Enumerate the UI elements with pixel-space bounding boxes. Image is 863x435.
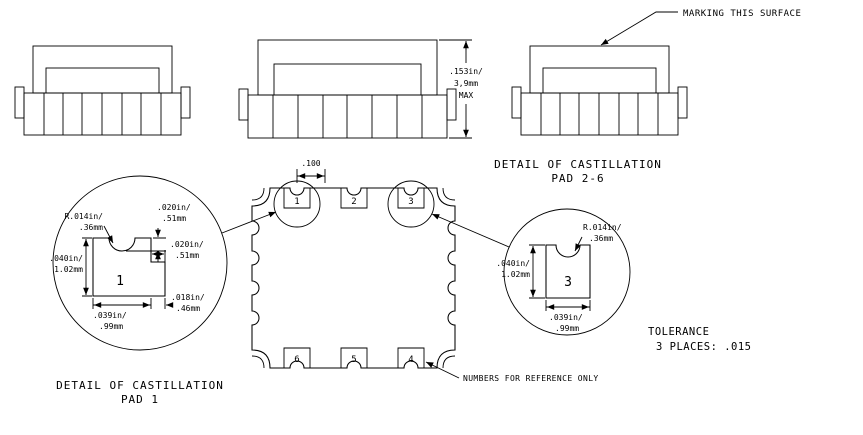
pad-number-1: 1 [294,197,299,207]
numbers-note-label: NUMBERS FOR REFERENCE ONLY [463,374,599,383]
detail-pad26: 3 R.014in/ .36mm .040in/ 1.02mm .039in/ … [431,158,662,336]
pad-width-line2: .99mm [555,324,579,333]
marking-surface [273,63,422,96]
pad3-label: 3 [564,275,572,290]
package-base-outline [247,94,448,139]
pad-width-lines [92,298,152,309]
detail-pad26-title-line2: PAD 2-6 [551,172,604,185]
side-view-center [238,39,457,139]
height-dim-line2: 3,9mm [454,79,478,88]
tolerance-note: TOLERANCE 3 PLACES: .015 [648,326,752,353]
leader-line [600,11,678,46]
pad1-label: 1 [116,274,124,289]
marking-note-label: MARKING THIS SURFACE [683,9,801,19]
radius-dim-line1: R.014in/ [583,223,622,232]
detail-leader [221,211,277,234]
leader-line [425,361,460,379]
radius-leader [103,225,114,244]
pitch-dimension: .100 [296,159,326,183]
step-width-line1: .020in/ [170,240,204,249]
pad-number-4: 4 [408,355,413,365]
radius-dim-line1: R.014in/ [64,212,103,221]
pad-height-line2: 1.02mm [54,265,83,274]
pad-width-line1: .039in/ [549,313,583,322]
package-cap-outline [257,39,438,96]
castellation-leads [272,95,423,138]
side-tab-right [446,88,457,121]
extension-lines [439,39,472,139]
pad-width-lines [545,300,591,311]
pad-number-6: 6 [294,355,299,365]
height-dim-line1: .153in/ [449,67,483,76]
notch-depth-line2: .51mm [162,214,186,223]
tolerance-line2: 3 PLACES: .015 [656,341,752,353]
detail-marker-circle-pad3 [387,180,435,228]
side-tab-left [238,88,249,121]
step-height-line2: .46mm [176,304,200,313]
detail-pad1-title-line2: PAD 1 [121,393,159,406]
notch-depth-extensions [126,237,166,252]
pad-height-line1: .040in/ [496,259,530,268]
tolerance-line1: TOLERANCE [648,326,709,338]
pad-width-line2: .99mm [99,322,123,331]
pad-number-3: 3 [408,197,413,207]
step-width-line2: .51mm [175,251,199,260]
radius-dim-line2: .36mm [589,234,613,243]
pitch-dim-label: .100 [301,159,320,168]
detail-pad26-title-line1: DETAIL OF CASTILLATION [494,158,662,171]
pad-height-lines [82,237,92,297]
pad1-profile [92,237,166,297]
pad-width-line1: .039in/ [93,311,127,320]
detail-circle [52,175,228,351]
main-top-view: 1 2 3 6 5 4 [251,180,456,369]
pad-height-lines [529,244,545,299]
side-view-right [511,45,688,136]
pad-outlines-bottom [283,347,425,368]
corner-inner-arcs [251,187,456,369]
pad-height-line1: .040in/ [49,254,83,263]
height-dimension: .153in/ 3,9mm MAX [439,39,483,139]
detail-pad1-title-line1: DETAIL OF CASTILLATION [56,379,224,392]
radius-dim-line2: .36mm [79,223,103,232]
marking-callout: MARKING THIS SURFACE [600,9,801,46]
notch-depth-line1: .020in/ [157,203,191,212]
package-outline [251,187,456,369]
radius-leader [574,236,583,252]
detail-pad1: 1 R.014in/ .36mm .020in/ .51mm .020in/ .… [49,175,277,406]
numbers-note: NUMBERS FOR REFERENCE ONLY [425,361,599,383]
pad-height-line2: 1.02mm [501,270,530,279]
height-dim-line3: MAX [459,91,474,100]
pad-number-2: 2 [351,197,356,207]
pad-outlines-top [283,188,425,209]
detail-circle [503,208,631,336]
pad-number-5: 5 [351,355,356,365]
pad3-profile [545,244,591,299]
side-view-left [14,45,191,136]
detail-leader [431,213,510,248]
step-height-line1: .018in/ [171,293,205,302]
